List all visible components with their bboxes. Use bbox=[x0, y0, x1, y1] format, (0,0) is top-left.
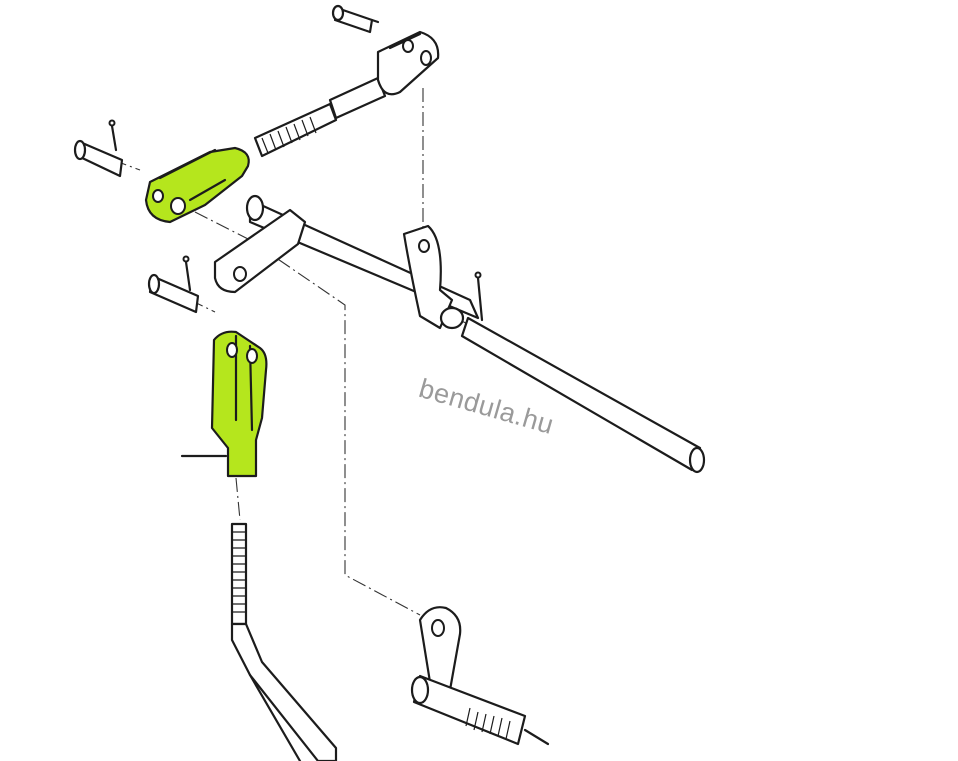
highlighted-upper-clevis bbox=[144, 146, 250, 224]
lower-clevis-body bbox=[210, 330, 268, 478]
top-clevis-pin bbox=[331, 4, 380, 34]
highlighted-lower-clevis bbox=[180, 330, 268, 478]
upper-adjusting-rod bbox=[253, 30, 440, 158]
left-clevis-pin bbox=[73, 119, 124, 178]
lower-pedal-rod bbox=[230, 522, 338, 761]
main-cross-shaft bbox=[213, 194, 480, 330]
long-rear-shaft bbox=[460, 271, 706, 474]
middle-clevis-pin bbox=[147, 255, 200, 314]
assembly-leader-lines bbox=[112, 88, 476, 616]
splined-lower-lever bbox=[410, 606, 550, 746]
